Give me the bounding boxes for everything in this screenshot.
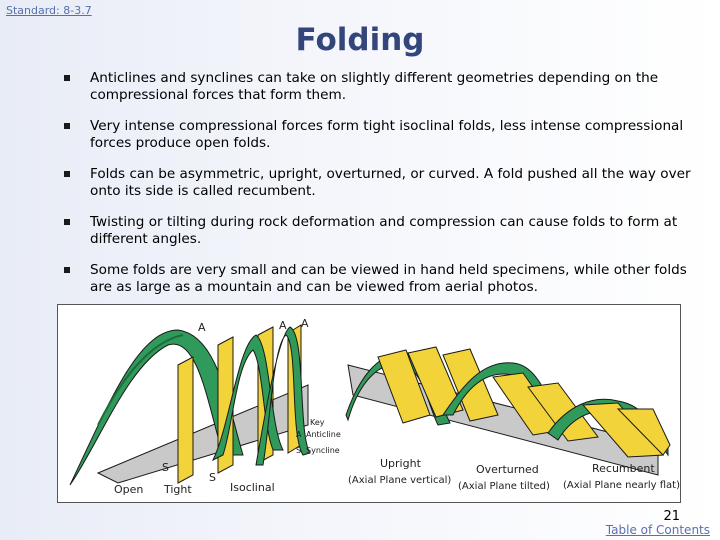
left-fold-block	[69, 324, 311, 486]
standard-link[interactable]: Standard: 8-3.7	[6, 4, 92, 17]
slide-number: 21	[663, 509, 680, 524]
bullet-item: Folds can be asymmetric, upright, overtu…	[62, 166, 692, 200]
label-a-2: A	[279, 319, 287, 332]
label-recumbent-sub: (Axial Plane nearly flat)	[563, 480, 680, 491]
slab-1	[177, 356, 194, 484]
ys-2	[407, 346, 464, 418]
fold-diagram-svg: A A A S S Open Tight Isoclinal Key A Ant…	[69, 317, 680, 496]
bullet-item: Anticlines and synclines can take on sli…	[62, 70, 692, 104]
key-s-letter: S	[296, 446, 301, 455]
label-a-3: A	[301, 317, 309, 330]
bullet-text: Twisting or tilting during rock deformat…	[90, 214, 678, 247]
label-upright-sub: (Axial Plane vertical)	[348, 475, 451, 486]
label-s-1: S	[162, 461, 169, 474]
table-of-contents-link[interactable]: Table of Contents	[605, 523, 710, 537]
slide-title: Folding	[295, 22, 425, 58]
open-fold-ridge	[97, 334, 184, 426]
label-overturned: Overturned	[476, 463, 539, 476]
key-a-letter: A	[296, 430, 302, 439]
key-anticline: Anticline	[306, 430, 341, 439]
bullet-list: Anticlines and synclines can take on sli…	[62, 70, 692, 310]
ys-7	[616, 408, 671, 456]
bullet-item: Some folds are very small and can be vie…	[62, 262, 692, 296]
bullet-text: Very intense compressional forces form t…	[90, 118, 684, 151]
tight-fold	[211, 334, 284, 462]
isoclinal-fold	[255, 326, 311, 466]
bullet-item: Twisting or tilting during rock deformat…	[62, 214, 692, 248]
bullet-text: Folds can be asymmetric, upright, overtu…	[90, 166, 691, 199]
label-isoclinal: Isoclinal	[230, 481, 275, 494]
ground-base	[96, 384, 309, 484]
bullet-square-icon	[64, 171, 70, 177]
bullet-square-icon	[64, 219, 70, 225]
bullet-text: Anticlines and synclines can take on sli…	[90, 70, 659, 103]
fold-diagram: A A A S S Open Tight Isoclinal Key A Ant…	[57, 304, 681, 503]
label-upright: Upright	[380, 457, 422, 470]
label-recumbent: Recumbent	[592, 462, 655, 475]
key-title: Key	[310, 418, 325, 427]
label-overturned-sub: (Axial Plane tilted)	[458, 481, 550, 492]
ys-1	[377, 349, 431, 424]
open-fold-surface	[69, 329, 244, 486]
label-s-2: S	[209, 471, 216, 484]
label-open: Open	[114, 483, 143, 496]
bullet-item: Very intense compressional forces form t…	[62, 118, 692, 152]
right-fold-block	[345, 346, 671, 476]
bullet-square-icon	[64, 123, 70, 129]
label-tight: Tight	[163, 483, 192, 496]
label-a-1: A	[198, 321, 206, 334]
ys-5	[527, 382, 599, 442]
bullet-text: Some folds are very small and can be vie…	[90, 262, 687, 295]
key-syncline: Syncline	[306, 446, 340, 455]
bullet-square-icon	[64, 75, 70, 81]
bullet-square-icon	[64, 267, 70, 273]
